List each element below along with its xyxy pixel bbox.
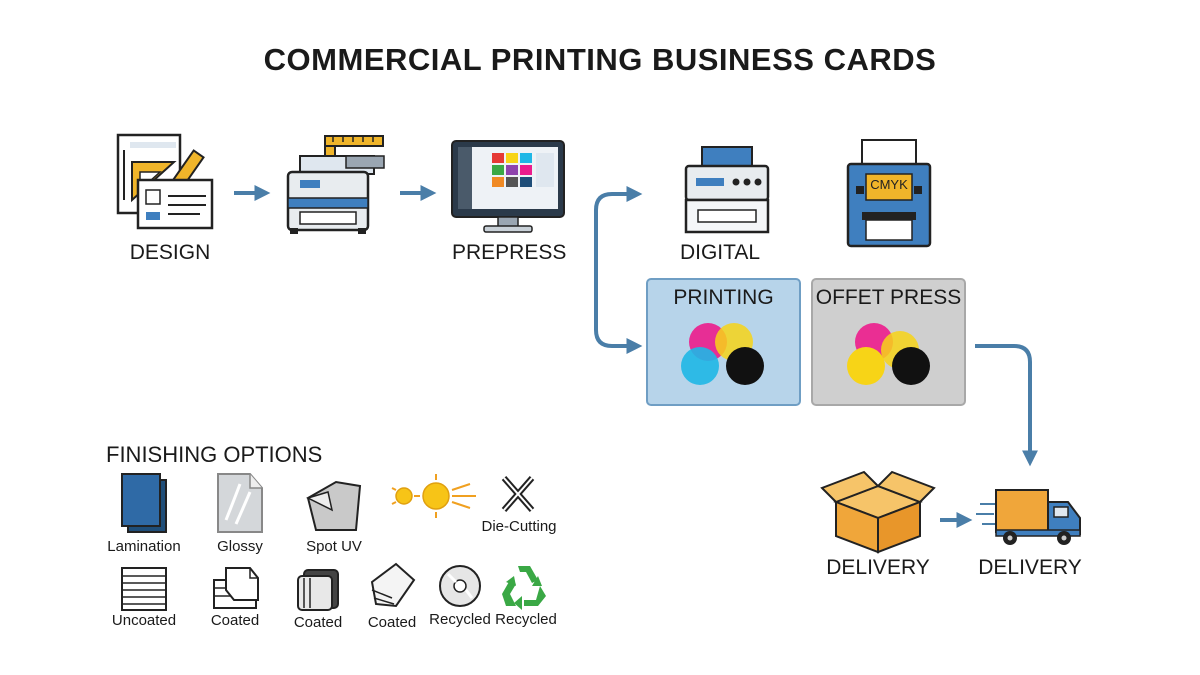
finishing-recycled-label-2: Recycled (495, 611, 557, 628)
cmyk-circles-icon (681, 323, 764, 385)
finishing-coated-label-3: Coated (367, 614, 417, 631)
printer-icon (286, 135, 385, 234)
delivery-truck-label: DELIVERY (978, 556, 1082, 579)
coated-card-icon (370, 562, 416, 608)
cmyk-circles-icon (847, 323, 930, 385)
finishing-die-cutting-label: Die-Cutting (481, 518, 557, 535)
coated-roll-icon (297, 569, 339, 611)
sun-icon (391, 474, 476, 518)
recycle-symbol-icon (502, 566, 546, 610)
printing-box-label: PRINTING (673, 286, 774, 309)
finishing-recycled-label-1: Recycled (429, 611, 491, 628)
delivery-box-label: DELIVERY (826, 556, 930, 579)
diagram-title: COMMERCIAL PRINTING BUSINESS CARDS (263, 42, 937, 77)
glossy-paper-icon (217, 473, 263, 533)
truck-icon (976, 489, 1081, 545)
finishing-coated-label-2: Coated (293, 614, 343, 631)
finishing-uncoated-label: Uncoated (111, 612, 177, 629)
coated-stack-icon (213, 567, 259, 609)
offset-press-icon (846, 139, 932, 248)
finishing-spot-uv-label: Spot UV (306, 538, 362, 555)
package-icon (820, 470, 936, 554)
offset-box (811, 278, 966, 406)
monitor-icon (451, 140, 565, 233)
die-cut-icon (501, 476, 535, 512)
recycled-disc-icon (439, 565, 481, 607)
finishing-coated-label-1: Coated (210, 612, 260, 629)
digital-label: DIGITAL (679, 241, 761, 264)
offset-box-label: OFFET PRESS (815, 286, 962, 309)
finishing-glossy-label: Glossy (217, 538, 263, 555)
uncoated-stack-icon (121, 567, 167, 611)
lamination-icon (121, 473, 167, 533)
cmyk-badge: CMYK (870, 177, 908, 192)
design-label: DESIGN (129, 241, 211, 264)
finishing-options-title: FINISHING OPTIONS (106, 442, 323, 467)
digital-printer-icon (684, 146, 770, 234)
spot-uv-icon (305, 480, 362, 531)
flow-arrow-to-delivery (975, 344, 1038, 467)
branch-connector (594, 192, 636, 348)
finishing-lamination-label: Lamination (107, 538, 181, 555)
printing-box (646, 278, 801, 406)
design-tools-icon (116, 133, 214, 230)
prepress-label: PREPRESS (452, 241, 567, 264)
